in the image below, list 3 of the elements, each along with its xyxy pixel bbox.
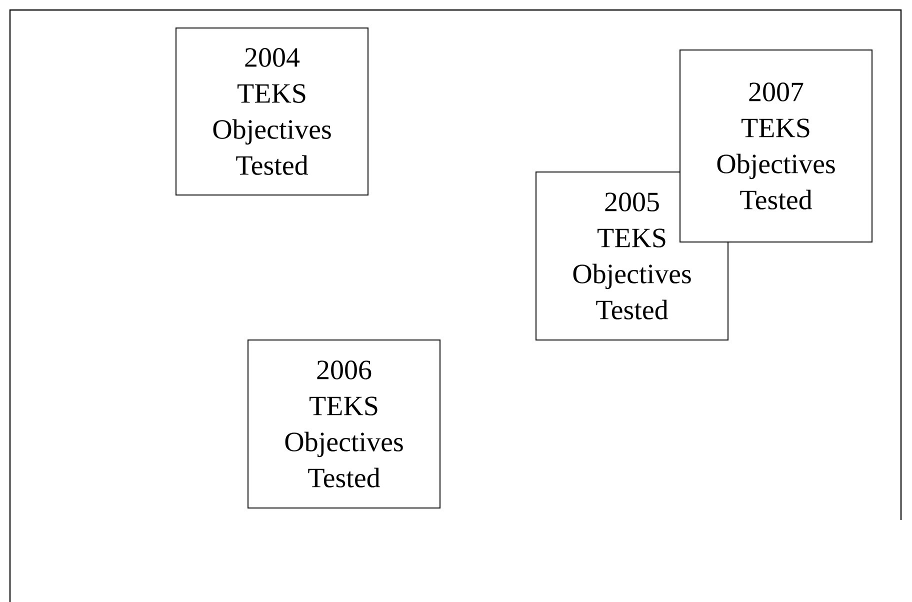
text-box: 2006 TEKS Objectives Tested — [248, 340, 440, 508]
text-box: 2007 TEKS Objectives Tested — [680, 50, 873, 242]
text-box: 2004 TEKS Objectives Tested — [176, 28, 368, 196]
